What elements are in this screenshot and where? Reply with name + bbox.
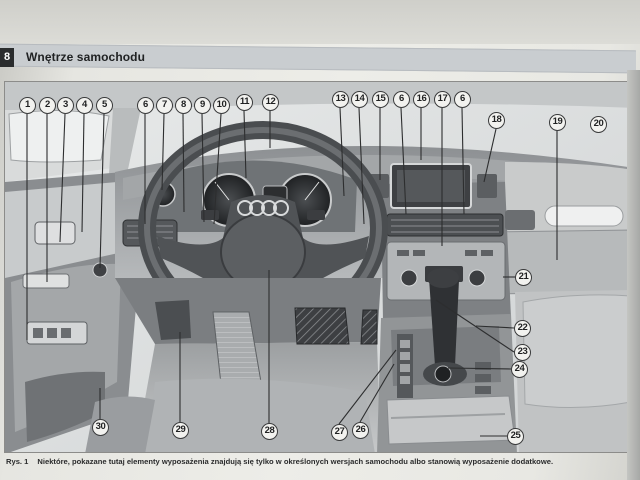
callout-23: 23 — [514, 344, 531, 361]
figure-caption: Rys. 1 Niektóre, pokazane tutaj elementy … — [6, 457, 636, 466]
callout-15: 15 — [372, 91, 389, 108]
page-top-margin — [0, 0, 640, 44]
callout-4: 4 — [76, 97, 93, 114]
callout-9: 9 — [194, 97, 211, 114]
interior-illustration — [4, 81, 634, 453]
callout-6b: 6 — [393, 91, 410, 108]
callout-8: 8 — [175, 97, 192, 114]
callout-1: 1 — [19, 97, 36, 114]
callout-22: 22 — [514, 320, 531, 337]
section-title: Wnętrze samochodu — [26, 50, 146, 64]
callout-7: 7 — [156, 97, 173, 114]
callout-30: 30 — [92, 419, 109, 436]
callout-16: 16 — [413, 91, 430, 108]
caption-label: Rys. 1 — [6, 457, 29, 466]
callout-28: 28 — [261, 423, 278, 440]
next-page-edge — [627, 70, 640, 480]
callout-20: 20 — [590, 116, 607, 133]
callout-29: 29 — [172, 422, 189, 439]
callout-27: 27 — [331, 424, 348, 441]
callout-11: 11 — [236, 94, 253, 111]
callout-14: 14 — [351, 91, 368, 108]
callout-13: 13 — [332, 91, 349, 108]
callout-18: 18 — [488, 112, 505, 129]
callout-6: 6 — [137, 97, 154, 114]
callout-21: 21 — [515, 269, 532, 286]
callout-2: 2 — [39, 97, 56, 114]
callout-3: 3 — [57, 97, 74, 114]
caption-text: Niektóre, pokazane tutaj elementy wyposa… — [37, 457, 554, 466]
callout-26: 26 — [352, 422, 369, 439]
callout-24: 24 — [511, 361, 528, 378]
callout-17: 17 — [434, 91, 451, 108]
callout-6c: 6 — [454, 91, 471, 108]
page-tab: 8 — [0, 48, 14, 67]
callout-25: 25 — [507, 428, 524, 445]
callout-12: 12 — [262, 94, 279, 111]
callout-19: 19 — [549, 114, 566, 131]
callout-10: 10 — [213, 97, 230, 114]
callout-5: 5 — [96, 97, 113, 114]
car-interior-drawing — [5, 82, 633, 452]
